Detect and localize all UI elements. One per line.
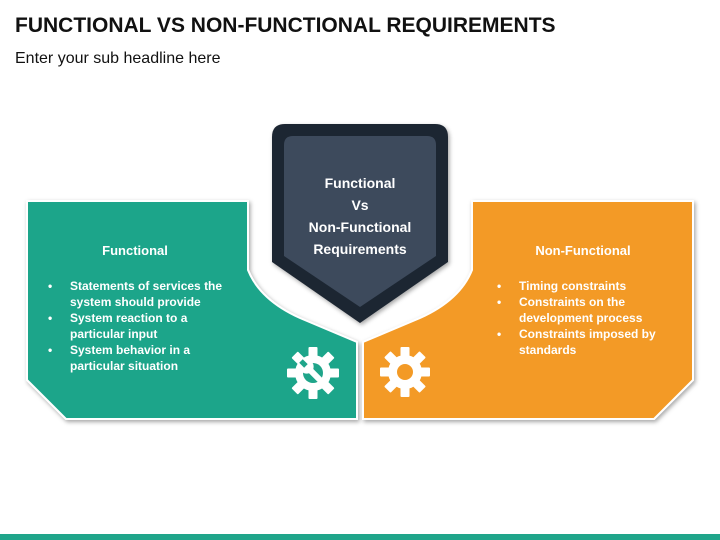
gear-wrench-icon (287, 347, 339, 399)
non-functional-title: Non-Functional (535, 243, 631, 258)
center-label: Functional Vs Non-Functional Requirement… (290, 172, 430, 260)
list-item-line: System reaction to a (70, 311, 188, 325)
gear-icon (380, 347, 430, 397)
bottom-accent-bar (0, 534, 720, 540)
list-item: Timing constraints (497, 278, 687, 294)
center-line: Non-Functional (308, 219, 412, 235)
list-item-line: standards (519, 343, 577, 357)
list-item-line: Timing constraints (519, 279, 627, 293)
list-item: Statements of services the system should… (48, 278, 258, 310)
list-item-line: Statements of services the (70, 279, 223, 293)
center-line: Functional (324, 175, 396, 191)
list-item: System reaction to a particular input (48, 310, 258, 342)
center-shield (284, 136, 436, 307)
list-item-line: System behavior in a (70, 343, 191, 357)
list-item-line: Constraints on the (519, 295, 626, 309)
list-item-line: system should provide (70, 295, 201, 309)
list-item: Constraints on the development process (497, 294, 687, 326)
center-line: Vs (351, 197, 369, 213)
list-item-line: development process (519, 311, 643, 325)
page-subtitle: Enter your sub headline here (15, 50, 221, 67)
non-functional-list: Timing constraints Constraints on the de… (497, 278, 687, 358)
list-item-line: particular situation (70, 359, 179, 373)
list-item: Constraints imposed by standards (497, 326, 687, 358)
list-item-line: particular input (70, 327, 158, 341)
functional-list: Statements of services the system should… (48, 278, 258, 374)
center-line: Requirements (313, 241, 407, 257)
list-item: System behavior in a particular situatio… (48, 342, 258, 374)
list-item-line: Constraints imposed by (519, 327, 656, 341)
page-title: FUNCTIONAL VS NON-FUNCTIONAL REQUIREMENT… (15, 14, 556, 37)
functional-title: Functional (102, 243, 168, 258)
